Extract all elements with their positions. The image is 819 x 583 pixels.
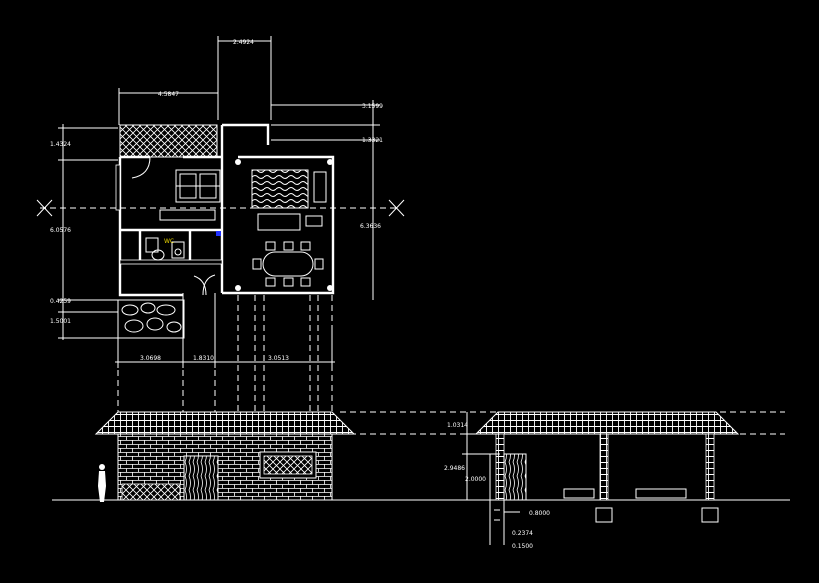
dim-bottom-2: 1.8310 <box>193 355 214 362</box>
footing-mid <box>595 507 613 523</box>
window-glass <box>263 455 313 475</box>
bathroom-fixtures: WC <box>145 237 185 261</box>
front-door <box>183 455 219 501</box>
dim-wall-height: 2.9486 <box>444 465 465 472</box>
dim-right-top-2: 1.3321 <box>362 137 383 144</box>
plan-walls <box>115 123 335 297</box>
human-figure <box>98 464 106 502</box>
marker-square <box>216 231 221 236</box>
footing-right <box>701 507 719 523</box>
column-dot <box>327 159 333 165</box>
wc-label: WC <box>164 238 174 245</box>
column-dot <box>235 285 241 291</box>
roof-left <box>94 411 356 435</box>
plan-doors <box>131 156 216 340</box>
dim-left-low-1: 0.4259 <box>50 298 71 305</box>
canopy-roof <box>474 411 740 435</box>
dim-roof-height: 1.0314 <box>447 422 468 429</box>
dim-right-top-1: 3.1599 <box>362 103 383 110</box>
dim-left-upper: 1.4324 <box>50 141 71 148</box>
column-left <box>495 433 505 501</box>
bench-left <box>563 488 595 499</box>
dim-left-low-2: 1.5001 <box>50 318 71 325</box>
floor-plan: WC <box>36 36 405 415</box>
sofa <box>313 171 327 203</box>
dim-top-width: 2.4924 <box>233 39 254 46</box>
dim-bottom-3: 3.0513 <box>268 355 289 362</box>
side-elevation: 1.0314 2.9486 2.0000 0.8000 0.2374 0.150… <box>340 411 790 550</box>
column-dot <box>327 285 333 291</box>
bench-right <box>635 488 687 499</box>
dining-set <box>252 241 324 287</box>
planter <box>121 483 181 501</box>
front-elevation <box>52 411 480 502</box>
dim-bottom-1: 3.0698 <box>140 355 161 362</box>
dim-footing-1: 0.8000 <box>529 510 550 517</box>
side-door <box>503 453 527 501</box>
column-mid <box>599 433 609 501</box>
column-dot <box>235 159 241 165</box>
dim-footing-3: 0.1500 <box>512 543 533 550</box>
dim-left-width: 4.5847 <box>158 91 179 98</box>
dim-door-height: 2.0000 <box>465 476 486 483</box>
wardrobe <box>159 209 216 221</box>
dim-left-mid: 6.0576 <box>50 227 71 234</box>
stone-paving <box>117 299 185 339</box>
living-rug <box>251 169 309 209</box>
section-marker-right <box>388 199 405 217</box>
couch <box>257 213 301 231</box>
dim-right-mid: 6.3636 <box>360 223 381 230</box>
plan-dimension-lines <box>58 36 380 368</box>
section-marker-left <box>36 199 53 217</box>
side-table <box>305 215 323 227</box>
bed <box>175 169 221 203</box>
dim-footing-2: 0.2374 <box>512 530 533 537</box>
column-right <box>705 433 715 501</box>
footing-left-section <box>489 500 505 545</box>
side-dimension-lines <box>462 412 520 513</box>
projection-lines <box>117 295 333 415</box>
